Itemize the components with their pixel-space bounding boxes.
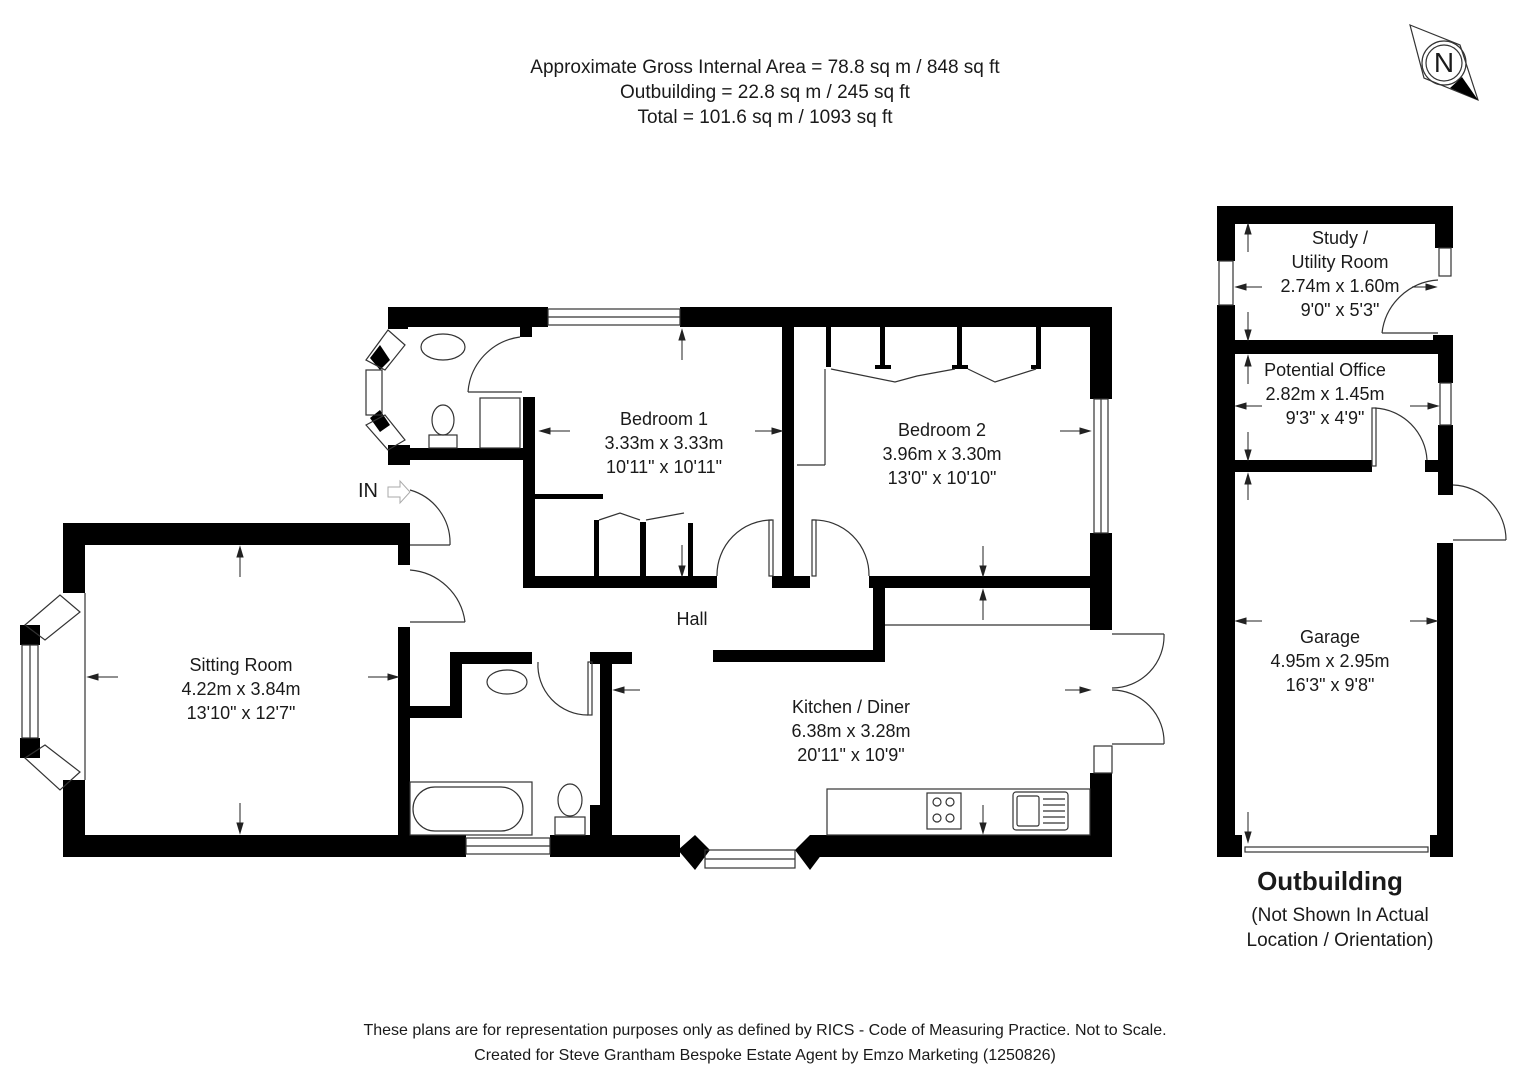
room-dimensions-imperial: 20'11" x 10'9" (797, 745, 905, 765)
room-dimensions-metric: 6.38m x 3.28m (791, 721, 911, 741)
room-dimensions-metric: 4.22m x 3.84m (181, 679, 301, 699)
room-name: Sitting Room (189, 655, 293, 675)
room-dimensions-imperial: 13'10" x 12'7" (186, 703, 296, 723)
room-name: Bedroom 1 (619, 409, 709, 429)
room-name: Kitchen / Diner (791, 697, 911, 717)
credit-text: Created for Steve Grantham Bespoke Estat… (474, 1047, 1056, 1064)
disclaimer-text: These plans are for representation purpo… (363, 1022, 1167, 1039)
room-kitchen-diner: Kitchen / Diner 6.38m x 3.28m 20'11" x 1… (791, 695, 910, 767)
room-dimensions-imperial: 9'3" x 4'9" (1285, 408, 1365, 428)
total-area: Total = 101.6 sq m / 1093 sq ft (637, 107, 893, 128)
room-dimensions-imperial: 13'0" x 10'10" (887, 468, 997, 488)
room-name: Potential Office (1264, 360, 1386, 380)
room-bedroom-2: Bedroom 2 3.96m x 3.30m 13'0" x 10'10" (882, 418, 1001, 490)
room-name: Utility Room (1291, 252, 1389, 272)
room-name: Study / (1311, 228, 1369, 248)
room-study-utility: Study / Utility Room 2.74m x 1.60m 9'0" … (1280, 226, 1399, 322)
outbuilding-area: Outbuilding = 22.8 sq m / 245 sq ft (620, 82, 910, 103)
room-garage: Garage 4.95m x 2.95m 16'3" x 9'8" (1270, 625, 1389, 697)
outbuilding-subtitle-2: Location / Orientation) (1246, 930, 1434, 951)
entrance-label: IN (358, 480, 378, 502)
room-dimensions-metric: 4.95m x 2.95m (1270, 651, 1390, 671)
room-name: Garage (1299, 627, 1361, 647)
room-potential-office: Potential Office 2.82m x 1.45m 9'3" x 4'… (1264, 358, 1386, 430)
room-dimensions-imperial: 16'3" x 9'8" (1285, 675, 1375, 695)
room-dimensions-imperial: 9'0" x 5'3" (1300, 300, 1380, 320)
room-name: Hall (676, 609, 708, 629)
room-sitting-room: Sitting Room 4.22m x 3.84m 13'10" x 12'7… (181, 653, 300, 725)
room-dimensions-metric: 2.82m x 1.45m (1265, 384, 1385, 404)
room-dimensions-metric: 3.96m x 3.30m (882, 444, 1002, 464)
outbuilding-subtitle-1: (Not Shown In Actual (1251, 905, 1429, 926)
room-dimensions-metric: 3.33m x 3.33m (604, 433, 724, 453)
outbuilding-title: Outbuilding (1257, 866, 1403, 896)
north-compass-icon: N (1433, 47, 1455, 78)
room-dimensions-metric: 2.74m x 1.60m (1280, 276, 1400, 296)
room-name: Bedroom 2 (897, 420, 987, 440)
room-hall: Hall (676, 607, 707, 631)
gross-internal-area: Approximate Gross Internal Area = 78.8 s… (530, 57, 1000, 78)
room-dimensions-imperial: 10'11" x 10'11" (605, 457, 723, 477)
room-bedroom-1: Bedroom 1 3.33m x 3.33m 10'11" x 10'11" (604, 407, 723, 479)
